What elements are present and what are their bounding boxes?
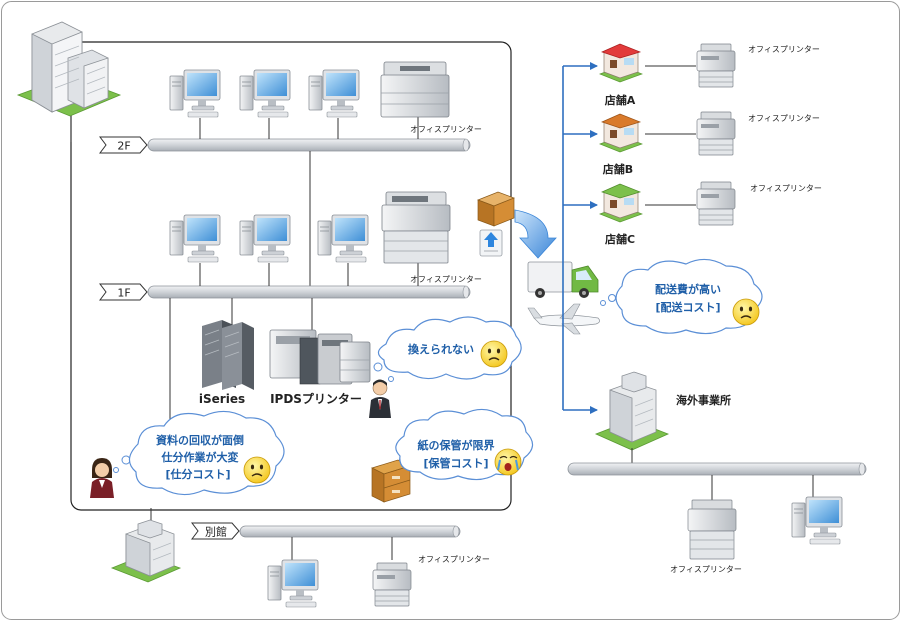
bubble-storage-line2: [保管コスト] [423,456,488,470]
airplane-icon [527,303,600,335]
store-a-label: 店舗A [605,93,636,107]
printer-1f-label: オフィスプリンター [410,275,482,284]
printer-overseas-icon [687,499,737,560]
bubble-shipping: 配送費が高い [配送コスト] [600,258,763,335]
ipds-printer-icon [269,329,371,385]
iseries-server-icon [202,320,254,390]
worried-face-icon [243,456,271,484]
woman-icon [90,458,114,498]
headquarters-boundary [70,41,512,511]
floor-1f-label: 1F [117,287,130,300]
headquarters-building-icon [16,21,122,117]
iseries-label: iSeries [199,392,245,406]
annex-tag: 別館 [191,522,240,540]
pc-2f-3-icon [308,69,360,118]
ipds-printer-label: IPDSプリンター [270,391,362,406]
bubble-storage: 紙の保管が限界 [保管コスト] [395,408,534,481]
printer-store-c-label: オフィスプリンター [750,184,822,193]
floor-2f-bus [147,138,471,152]
crying-face-icon [494,448,522,476]
store-b-label: 店舗B [603,162,633,176]
printer-store-a-label: オフィスプリンター [748,45,820,54]
pc-1f-3-icon [317,214,369,263]
pc-2f-2-icon [239,69,291,118]
store-a-icon [599,43,643,83]
pc-1f-2-icon [239,214,291,263]
printer-overseas-label: オフィスプリンター [670,565,742,574]
pc-1f-1-icon [169,214,221,263]
pc-2f-1-icon [169,69,221,118]
bubble-irreplaceable: 換えられない [373,316,522,382]
bubble-collection-line3: [仕分コスト] [165,467,230,481]
package-icon [477,191,515,227]
businessman-icon [369,379,391,418]
worried-face-icon [480,340,508,368]
upload-document-icon [479,229,503,257]
store-c-label: 店舗C [605,232,635,246]
distribution-lines [562,62,598,414]
floor-1f-bus [147,285,471,299]
printer-2f-label: オフィスプリンター [410,125,482,134]
printer-annex-icon [372,562,412,607]
printer-2f-icon [380,61,450,118]
overseas-office-label: 海外事業所 [676,393,731,407]
store-c-icon [599,183,643,223]
printer-store-a-icon [696,43,736,88]
bubble-collection: 資料の回収が面倒 仕分作業が大変 [仕分コスト] [113,410,285,496]
floor-2f-tag: 2F [99,136,148,154]
printer-store-b-icon [696,111,736,156]
bubble-irreplaceable-text: 換えられない [408,342,474,356]
pc-annex-icon [267,559,319,608]
overseas-bus [567,462,867,476]
annex-bus [239,525,461,538]
annex-building-icon [110,519,182,583]
store-b-icon [599,113,643,153]
delivery-arrow-icon [514,209,557,259]
annex-label: 別館 [205,525,227,539]
worried-face-icon [732,298,760,326]
bubble-storage-line1: 紙の保管が限界 [418,438,495,452]
printer-annex-label: オフィスプリンター [418,555,490,564]
pc-overseas-icon [791,496,843,545]
bubble-collection-line2: 仕分作業が大変 [161,450,239,464]
floor-2f-label: 2F [117,140,130,153]
printer-store-b-label: オフィスプリンター [748,114,820,123]
printer-1f-icon [381,191,451,264]
bubble-collection-line1: 資料の回収が面倒 [156,433,244,447]
delivery-truck-icon [527,261,599,298]
overseas-office-icon [594,371,670,451]
floor-1f-tag: 1F [99,283,148,301]
printer-store-c-icon [696,181,736,226]
bubble-shipping-line2: [配送コスト] [655,300,720,314]
bubble-shipping-line1: 配送費が高い [655,282,721,296]
